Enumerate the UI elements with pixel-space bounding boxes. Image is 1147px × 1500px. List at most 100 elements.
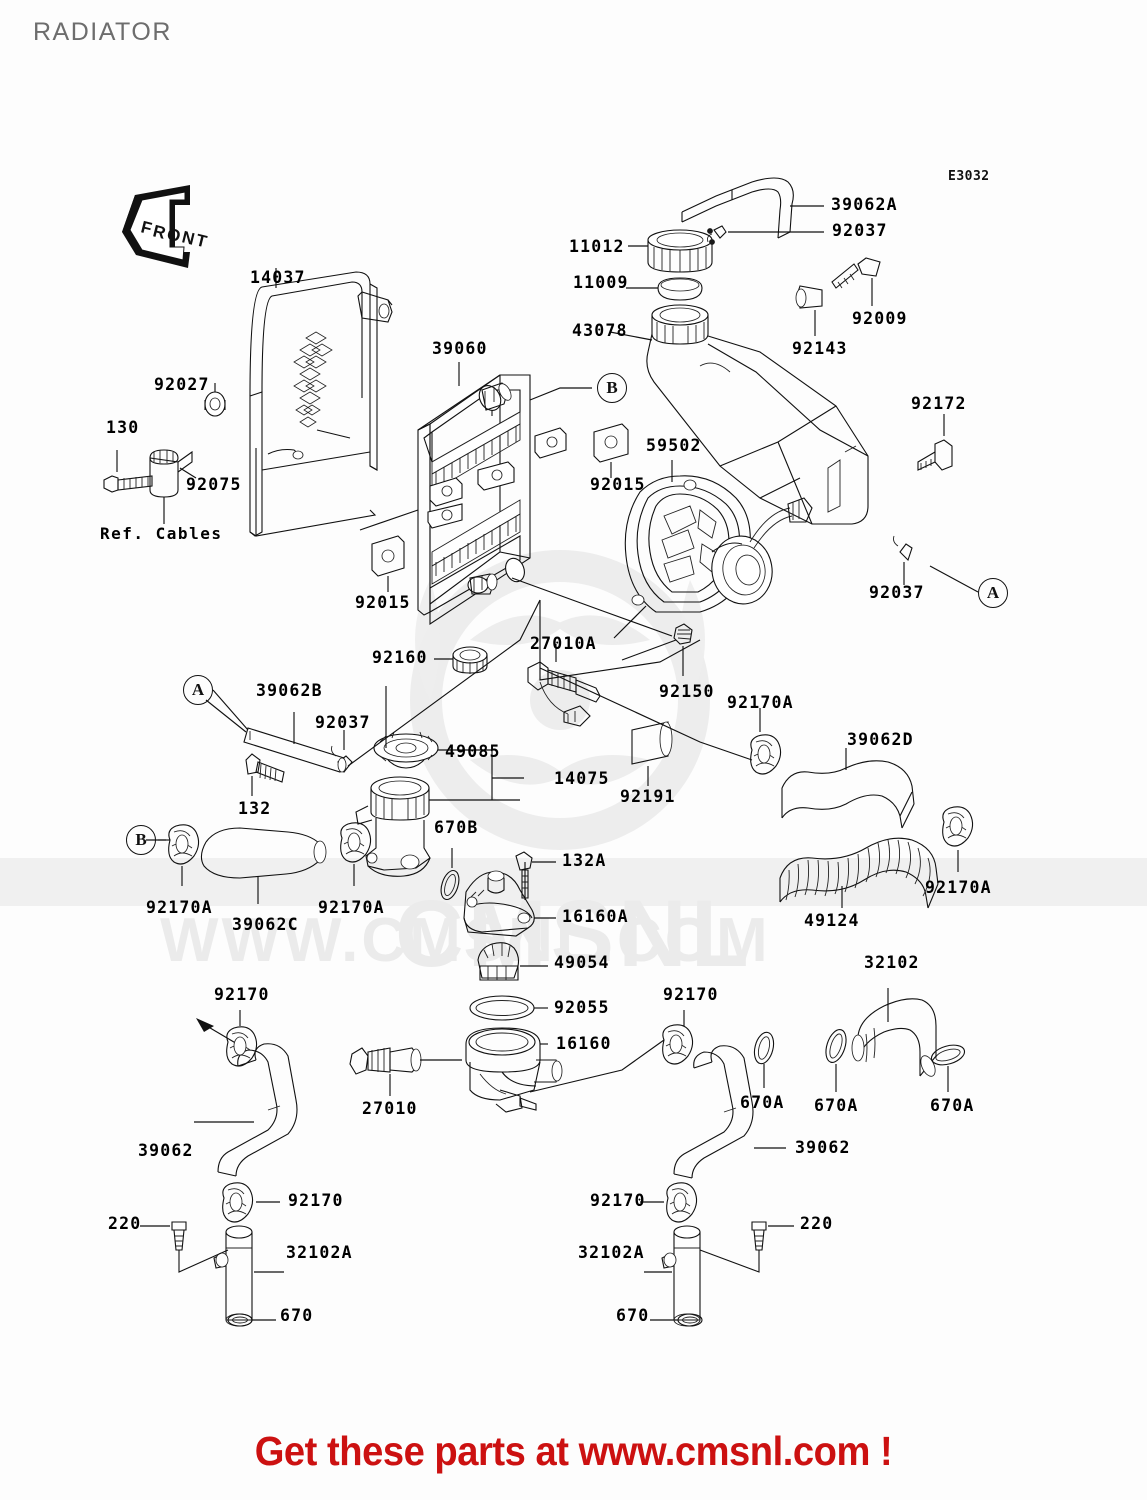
callout-92015-left: 92015 bbox=[355, 593, 411, 612]
callout-92170A-d: 92170A bbox=[727, 693, 794, 712]
callout-670-left: 670 bbox=[280, 1306, 314, 1325]
part-92055-oring bbox=[470, 996, 548, 1020]
part-92150-bolt bbox=[674, 624, 692, 676]
part-92075-damper bbox=[150, 450, 196, 524]
callout-39062D: 39062D bbox=[847, 730, 914, 749]
part-92015-bracket-left bbox=[372, 536, 404, 592]
part-16160A-thermostat-cover bbox=[464, 862, 556, 936]
radiator-upper-neck bbox=[475, 382, 514, 414]
part-92170A-clamp-d bbox=[751, 708, 781, 774]
callout-92160: 92160 bbox=[372, 648, 428, 667]
part-670A-oring-left bbox=[822, 1027, 850, 1092]
callout-39062-left: 39062 bbox=[138, 1141, 194, 1160]
part-92170-clamp-left-upper bbox=[227, 1010, 257, 1066]
part-92170-clamp-bottom-left bbox=[223, 1183, 280, 1222]
part-132A-bolt bbox=[516, 852, 556, 898]
callout-92143: 92143 bbox=[792, 339, 848, 358]
callout-92015-right: 92015 bbox=[590, 475, 646, 494]
callout-132: 132 bbox=[238, 799, 272, 818]
part-92037-clip-right bbox=[894, 536, 913, 585]
callout-32102: 32102 bbox=[864, 953, 920, 972]
callout-59502: 59502 bbox=[646, 436, 702, 455]
svg-text:N: N bbox=[180, 227, 197, 248]
ref-cables-note: Ref. Cables bbox=[100, 524, 223, 543]
svg-text:R: R bbox=[151, 221, 168, 242]
part-670-oring-right bbox=[650, 1314, 702, 1326]
part-14075-filler-neck bbox=[356, 750, 524, 876]
callout-92170A-a: 92170A bbox=[146, 898, 213, 917]
callout-39062A: 39062A bbox=[831, 195, 898, 214]
callout-92170-left-upper: 92170 bbox=[214, 985, 270, 1004]
callout-92037-right: 92037 bbox=[869, 583, 925, 602]
part-49124-corrugated-hose bbox=[780, 838, 938, 908]
radiator-lower-neck bbox=[468, 556, 528, 594]
callout-16160: 16160 bbox=[556, 1034, 612, 1053]
callout-220-left: 220 bbox=[108, 1214, 142, 1233]
part-92170A-clamp-a bbox=[146, 825, 199, 886]
part-670A-oring-right bbox=[751, 1030, 776, 1088]
callout-11012: 11012 bbox=[569, 237, 625, 256]
part-220-bolt-right bbox=[700, 1222, 794, 1272]
callout-92172: 92172 bbox=[911, 394, 967, 413]
callout-220-right: 220 bbox=[800, 1214, 834, 1233]
callout-92191: 92191 bbox=[620, 787, 676, 806]
callout-92170-bottom-left: 92170 bbox=[288, 1191, 344, 1210]
part-32102A-pipe-left bbox=[214, 1226, 284, 1326]
callout-130: 130 bbox=[106, 418, 140, 437]
reference-marker-a-right: A bbox=[978, 578, 1008, 608]
callout-92055: 92055 bbox=[554, 998, 610, 1017]
reference-marker-b-mid: B bbox=[126, 825, 156, 855]
svg-text:T: T bbox=[194, 230, 209, 251]
part-92172-bolt bbox=[918, 414, 952, 470]
callout-670A-right: 670A bbox=[740, 1093, 785, 1112]
callout-670A-mid: 670A bbox=[930, 1096, 975, 1115]
callout-92170-right-upper: 92170 bbox=[663, 985, 719, 1004]
part-27010A-switch bbox=[528, 644, 600, 726]
part-670A-oring-mid bbox=[929, 1042, 967, 1092]
callout-92037-top: 92037 bbox=[832, 221, 888, 240]
part-39062C-hose bbox=[201, 828, 326, 904]
part-49054-thermostat bbox=[478, 943, 548, 980]
drawing-code: E3032 bbox=[948, 169, 990, 184]
part-59502-cooling-fan bbox=[614, 460, 812, 638]
callout-39060: 39060 bbox=[432, 339, 488, 358]
callout-92027: 92027 bbox=[154, 375, 210, 394]
callout-92009: 92009 bbox=[852, 309, 908, 328]
svg-text:F: F bbox=[139, 217, 154, 238]
callout-670B: 670B bbox=[434, 818, 479, 837]
part-39060-radiator bbox=[418, 362, 566, 624]
part-32102A-pipe-right bbox=[644, 1226, 700, 1326]
callout-16160A: 16160A bbox=[562, 907, 629, 926]
part-39062A-hose bbox=[682, 178, 824, 238]
callout-92170-bottom-right: 92170 bbox=[590, 1191, 646, 1210]
part-92170-clamp-bottom-right bbox=[640, 1183, 697, 1222]
reference-marker-b-top: B bbox=[597, 373, 627, 403]
callout-49085: 49085 bbox=[445, 742, 501, 761]
callout-670-right: 670 bbox=[616, 1306, 650, 1325]
part-130-bolt bbox=[104, 450, 152, 492]
reference-leader-lines bbox=[158, 388, 978, 840]
part-27010-switch bbox=[350, 1048, 462, 1096]
svg-text:O: O bbox=[165, 224, 182, 246]
part-92170-clamp-right-upper bbox=[530, 1010, 693, 1092]
reference-marker-a-mid: A bbox=[183, 675, 213, 705]
part-39062B-tube bbox=[206, 700, 346, 772]
promo-banner: Get these parts at www.cmsnl.com ! bbox=[254, 1428, 893, 1474]
part-39062D-hose bbox=[782, 748, 914, 828]
part-92027-collar bbox=[205, 383, 225, 416]
callout-49054: 49054 bbox=[554, 953, 610, 972]
callout-27010A: 27010A bbox=[530, 634, 597, 653]
callout-14037: 14037 bbox=[250, 268, 306, 287]
part-92170A-clamp-b bbox=[341, 823, 371, 886]
part-92160-damper bbox=[434, 647, 487, 674]
callout-92170A-b: 92170A bbox=[318, 898, 385, 917]
callout-27010: 27010 bbox=[362, 1099, 418, 1118]
part-43078-reservoir-tank bbox=[610, 305, 868, 524]
part-670B-oring bbox=[438, 848, 462, 902]
part-39062-hose-right bbox=[674, 1046, 786, 1178]
callout-39062-right: 39062 bbox=[795, 1138, 851, 1157]
part-11009-gasket bbox=[626, 278, 702, 300]
part-92143-collar bbox=[796, 286, 822, 336]
callout-32102A-left: 32102A bbox=[286, 1243, 353, 1262]
callout-92075: 92075 bbox=[186, 475, 242, 494]
